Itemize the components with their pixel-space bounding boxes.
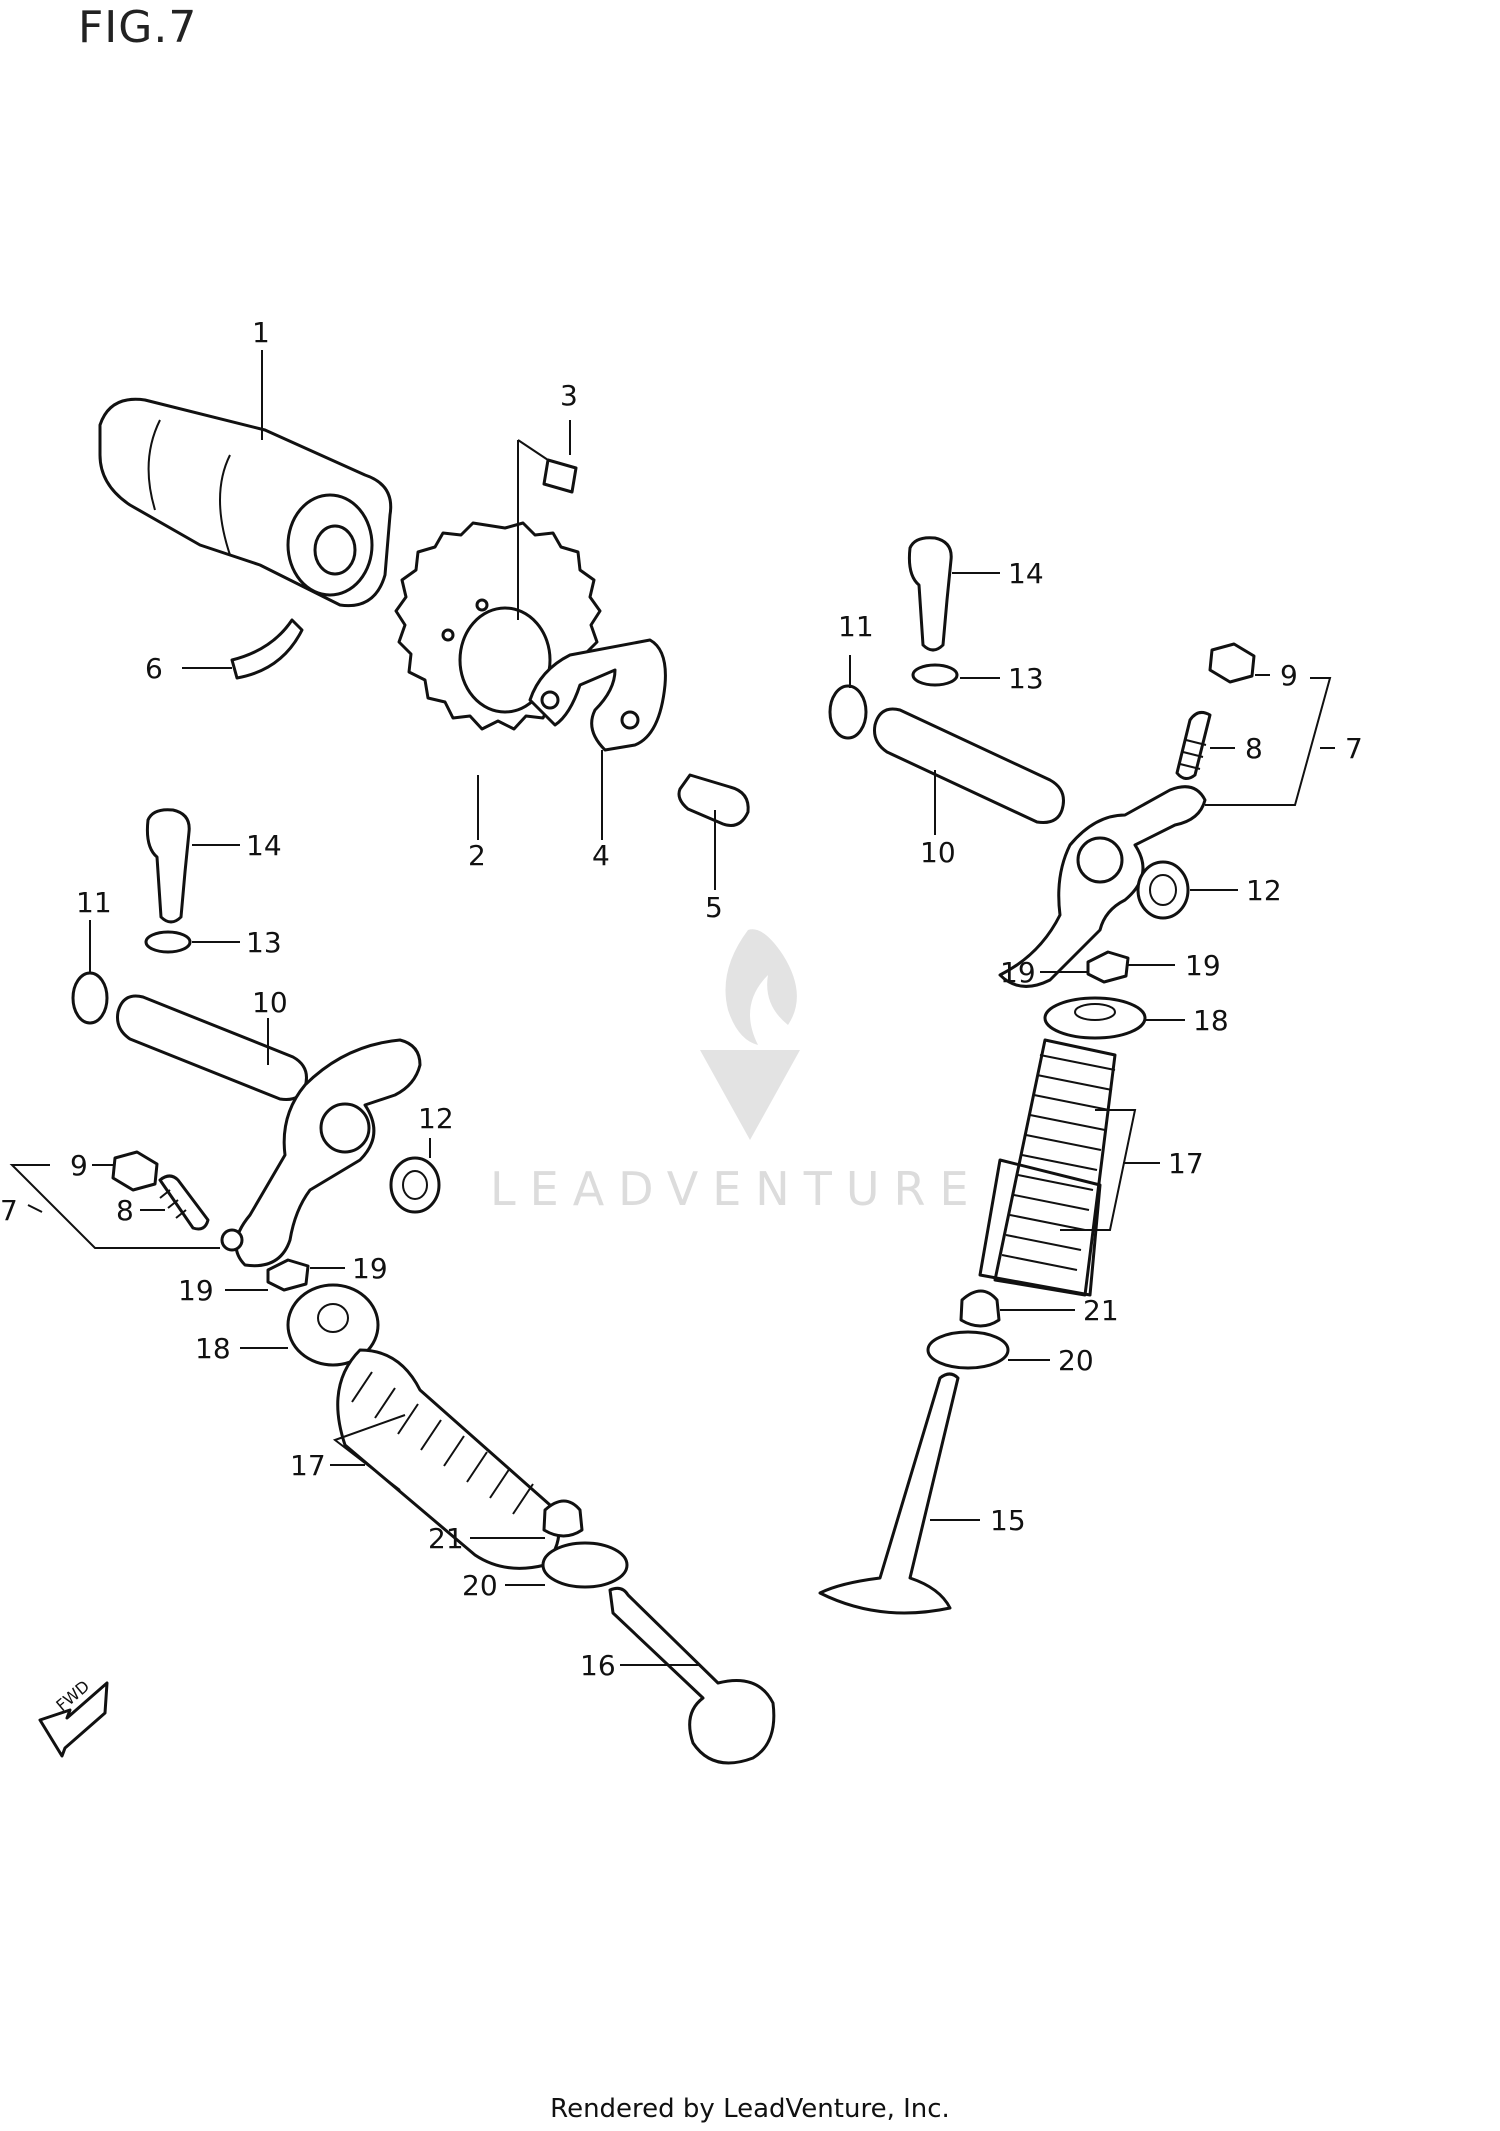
rocker-arm-left (234, 1038, 422, 1268)
bracket-7-left (9, 1164, 220, 1249)
bolt-right (907, 536, 953, 652)
callout-14-right: 14 (1008, 557, 1044, 590)
callout-19-right-a: 19 (1000, 956, 1036, 989)
callout-16: 16 (580, 1649, 616, 1682)
rocker-arm-right (998, 785, 1207, 988)
callout-5: 5 (705, 891, 723, 924)
callout-11-right: 11 (838, 610, 874, 643)
valve-springs-right (978, 1038, 1117, 1297)
callout-21-left: 21 (428, 1522, 464, 1555)
spring-retainer-right (1043, 996, 1147, 1040)
oring-right (828, 684, 868, 740)
callout-12-left: 12 (418, 1102, 454, 1135)
thrust-washer-left (389, 1156, 441, 1214)
callout-1: 1 (252, 316, 270, 349)
exhaust-valve (818, 1372, 960, 1615)
leadventure-watermark: LEADVENTURE (490, 929, 983, 1216)
callout-10-right: 10 (920, 836, 956, 869)
sprocket-bolt (677, 773, 750, 827)
spring-seat-right (926, 1330, 1010, 1370)
spring-retainer-left (286, 1283, 380, 1367)
oring-left (71, 971, 109, 1025)
callout-19-left-a: 19 (352, 1252, 388, 1285)
forward-direction-arrow: FWD (38, 1677, 109, 1758)
adjuster-screw-right (1175, 710, 1212, 780)
intake-valve (608, 1586, 776, 1765)
callout-18-right: 18 (1193, 1004, 1229, 1037)
callout-3: 3 (560, 379, 578, 412)
adjuster-screw-left (158, 1174, 210, 1231)
callout-7-right: 7 (1345, 732, 1363, 765)
callout-8-left: 8 (116, 1194, 134, 1227)
camshaft (98, 397, 393, 608)
callout-6: 6 (145, 652, 163, 685)
callout-9-right: 9 (1280, 659, 1298, 692)
nut-left (111, 1150, 159, 1192)
washer-left (144, 930, 192, 954)
callout-2: 2 (468, 839, 486, 872)
watermark-text: LEADVENTURE (490, 1162, 983, 1216)
callout-19-left-b: 19 (178, 1274, 214, 1307)
bolt-left (145, 808, 191, 924)
figure-title: FIG.7 (78, 2, 198, 53)
callout-21-right: 21 (1083, 1294, 1119, 1327)
callout-19-right-b: 19 (1185, 949, 1221, 982)
stem-seal-left (542, 1499, 584, 1538)
callout-15: 15 (990, 1504, 1026, 1537)
dowel-pin (542, 458, 578, 494)
valve-cotter-right (1086, 950, 1130, 984)
camshaft-clip (230, 618, 304, 680)
footer-credit: Rendered by LeadVenture, Inc. (550, 2094, 950, 2124)
callout-7-left: 7 (0, 1194, 18, 1227)
callout-12-right: 12 (1246, 874, 1282, 907)
callout-17-left: 17 (290, 1449, 326, 1482)
valve-cotter-left (266, 1258, 310, 1292)
stem-seal-right (959, 1289, 1001, 1328)
rocker-shaft-right (873, 707, 1065, 824)
callout-11-left: 11 (76, 886, 112, 919)
callout-20-right: 20 (1058, 1344, 1094, 1377)
callout-18-left: 18 (195, 1332, 231, 1365)
callout-14-left: 14 (246, 829, 282, 862)
bracket-7-right (1205, 677, 1332, 806)
nut-right (1208, 642, 1256, 684)
callout-8-right: 8 (1245, 732, 1263, 765)
callout-10-left: 10 (252, 986, 288, 1019)
callout-13-left: 13 (246, 926, 282, 959)
callout-20-left: 20 (462, 1569, 498, 1602)
callout-9-left: 9 (70, 1149, 88, 1182)
thrust-washer-right (1136, 860, 1190, 920)
cam-sprocket (394, 521, 602, 731)
callout-13-right: 13 (1008, 662, 1044, 695)
callout-4: 4 (592, 839, 610, 872)
callout-17-right: 17 (1168, 1147, 1204, 1180)
spring-seat-left (541, 1541, 629, 1589)
washer-right (911, 663, 959, 687)
